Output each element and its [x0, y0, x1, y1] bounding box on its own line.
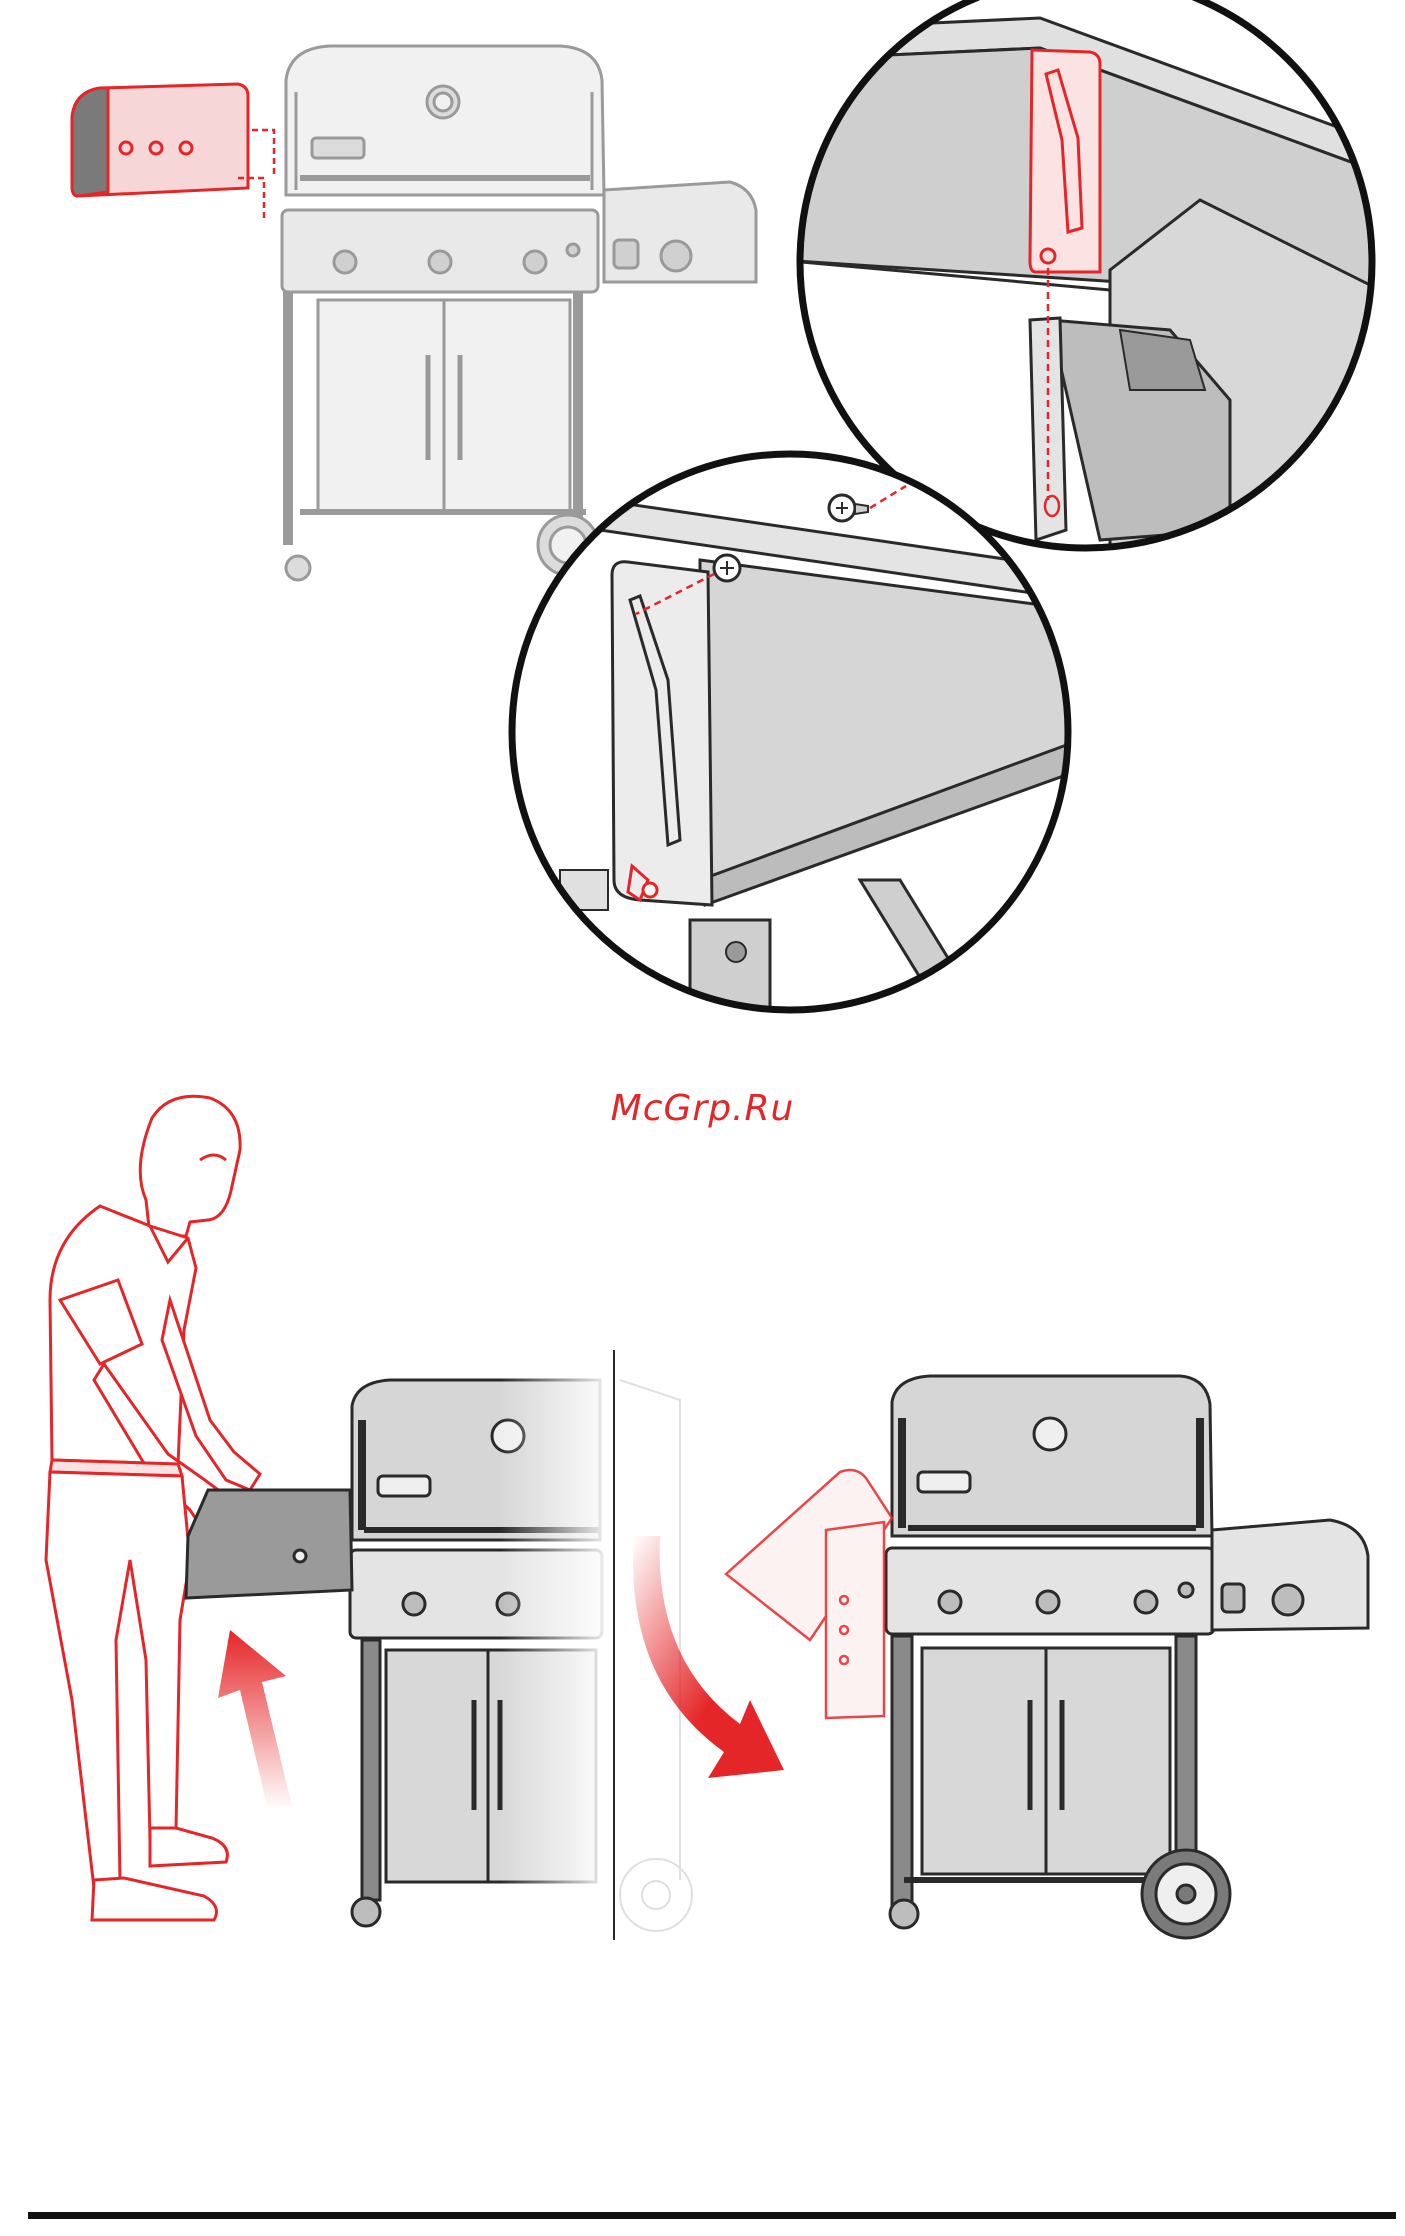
footer-rule	[28, 2212, 1396, 2219]
lift-arrow-icon	[218, 1630, 292, 1810]
watermark-text: McGrp.Ru	[0, 1088, 1405, 1129]
side-table-part-red	[72, 84, 274, 222]
grill-folded-illustration	[886, 1376, 1368, 1938]
side-table-folding-red	[726, 1470, 892, 1718]
